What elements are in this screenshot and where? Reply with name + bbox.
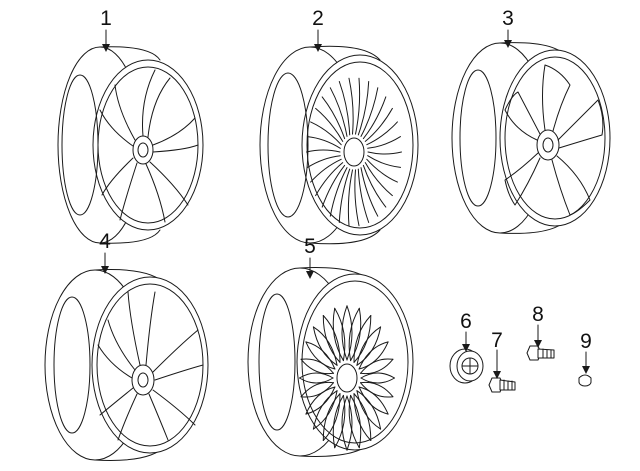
spoke-line bbox=[346, 305, 353, 361]
spoke-line bbox=[367, 136, 401, 149]
spoke-line bbox=[350, 394, 362, 449]
spoke-line bbox=[347, 169, 353, 227]
wheel-4[interactable] bbox=[44, 269, 209, 461]
spoke-line bbox=[310, 121, 342, 146]
spoke-line bbox=[353, 315, 372, 363]
spoke-line bbox=[307, 136, 341, 149]
spoke-line bbox=[321, 96, 346, 140]
callout-8: 8 bbox=[532, 303, 544, 326]
spoke-line bbox=[357, 81, 370, 136]
spoke-line bbox=[360, 382, 394, 398]
spoke-line bbox=[312, 326, 338, 366]
spoke-line bbox=[353, 393, 372, 441]
spoke-line bbox=[306, 149, 341, 153]
spoke-line bbox=[353, 393, 372, 441]
wheel-3[interactable] bbox=[451, 42, 611, 234]
spoke-line bbox=[364, 162, 393, 197]
spoke-line bbox=[332, 307, 344, 362]
spoke-line bbox=[360, 381, 394, 398]
spoke-line bbox=[356, 390, 382, 430]
callout-1: 1 bbox=[100, 7, 112, 30]
spoke-line bbox=[334, 394, 346, 449]
spoke-line bbox=[300, 358, 334, 374]
spoke-line bbox=[307, 155, 341, 168]
spoke-line bbox=[366, 158, 398, 183]
callout-3: 3 bbox=[502, 7, 514, 30]
spoke-line bbox=[350, 307, 362, 362]
spoke-line bbox=[300, 358, 334, 375]
spoke-line bbox=[310, 158, 342, 183]
spoke-line bbox=[354, 169, 360, 227]
spoke-line bbox=[360, 167, 379, 217]
spoke-line bbox=[322, 393, 341, 441]
spoke-line bbox=[353, 315, 372, 363]
lug-bolt-part[interactable] bbox=[488, 377, 516, 393]
spoke-line bbox=[358, 386, 389, 415]
spoke-line bbox=[305, 341, 336, 370]
spoke-line bbox=[341, 305, 348, 361]
wheel-2[interactable] bbox=[259, 45, 419, 245]
spoke-line bbox=[312, 326, 338, 366]
spoke-line bbox=[358, 341, 389, 370]
callout-7: 7 bbox=[491, 329, 503, 352]
spoke-line bbox=[334, 307, 346, 362]
spoke-line bbox=[315, 107, 344, 142]
callout-4: 4 bbox=[99, 230, 111, 253]
spoke-line bbox=[322, 393, 341, 441]
spoke-line bbox=[360, 358, 394, 374]
spoke-line bbox=[357, 168, 370, 223]
spoke-line bbox=[312, 390, 338, 430]
spoke-line bbox=[355, 77, 361, 135]
callout-2: 2 bbox=[312, 7, 324, 30]
spoke-line bbox=[348, 77, 354, 135]
spoke-line bbox=[360, 377, 395, 384]
center-cap-part[interactable] bbox=[449, 348, 484, 384]
spoke-line bbox=[358, 341, 389, 370]
spoke-line bbox=[360, 372, 395, 379]
spoke-line bbox=[322, 315, 341, 363]
spoke-line bbox=[356, 326, 382, 366]
locking-bolt-part[interactable] bbox=[526, 345, 555, 361]
wheel-5[interactable] bbox=[247, 267, 414, 457]
callout-5: 5 bbox=[304, 235, 316, 258]
spoke-line bbox=[348, 394, 360, 449]
spoke-line bbox=[346, 395, 353, 451]
spoke-line bbox=[360, 87, 379, 137]
spoke-line bbox=[299, 377, 334, 384]
callout-9: 9 bbox=[580, 330, 592, 353]
spoke-line bbox=[329, 167, 348, 217]
spoke-line bbox=[332, 394, 344, 449]
spoke-line bbox=[341, 395, 348, 451]
spoke-line bbox=[299, 372, 334, 379]
spoke-line bbox=[329, 87, 348, 137]
wheel-1[interactable] bbox=[57, 46, 204, 244]
spoke-line bbox=[305, 386, 336, 415]
spoke-line bbox=[364, 107, 393, 142]
spoke-line bbox=[362, 164, 387, 208]
spoke-line bbox=[305, 386, 336, 415]
spoke-line bbox=[321, 164, 346, 208]
callout-6: 6 bbox=[460, 310, 472, 333]
valve-cap-part[interactable] bbox=[578, 374, 592, 387]
spoke-line bbox=[338, 168, 351, 223]
spoke-line bbox=[315, 162, 344, 197]
spoke-line bbox=[366, 121, 398, 146]
spoke-line bbox=[300, 381, 334, 398]
spoke-line bbox=[362, 96, 387, 140]
spoke-line bbox=[360, 358, 394, 375]
spoke-line bbox=[348, 307, 360, 362]
spoke-line bbox=[367, 155, 401, 168]
spoke-line bbox=[300, 382, 334, 398]
spoke-line bbox=[322, 315, 341, 363]
spoke-line bbox=[338, 81, 351, 136]
spoke-line bbox=[356, 390, 382, 430]
spoke-line bbox=[367, 151, 402, 155]
